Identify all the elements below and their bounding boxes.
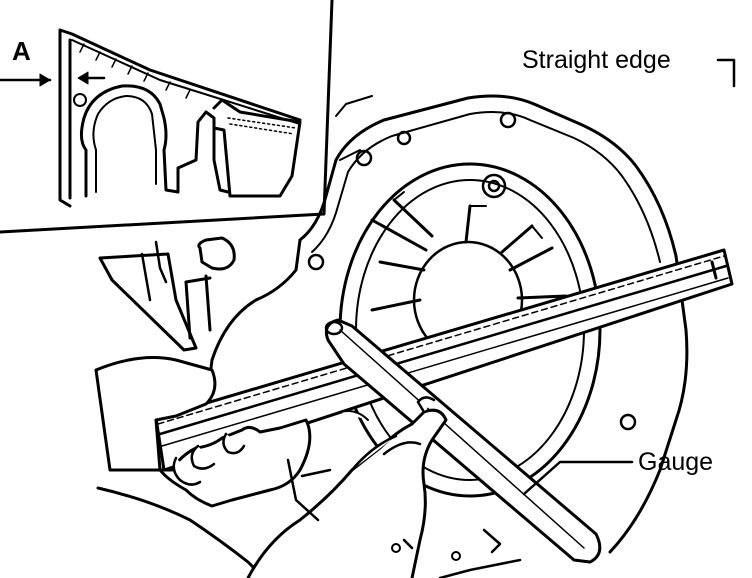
leader-lines bbox=[522, 58, 736, 496]
transmission-housing bbox=[206, 94, 689, 554]
inset-marker-label: A bbox=[12, 36, 31, 66]
right-hand bbox=[246, 408, 448, 578]
inset-hatching bbox=[79, 43, 191, 99]
inset-seal bbox=[212, 98, 302, 198]
side-components bbox=[98, 236, 236, 352]
dipstick-tube bbox=[197, 236, 236, 271]
gauge-tool bbox=[324, 318, 602, 564]
hands bbox=[94, 356, 448, 578]
left-hand bbox=[94, 356, 312, 508]
gauge-leader bbox=[522, 460, 634, 496]
converter-spokes bbox=[370, 198, 568, 312]
inset-detail bbox=[0, 0, 334, 234]
lower-housing bbox=[286, 458, 522, 578]
inset-converter-profile bbox=[79, 84, 230, 198]
straight-edge-leader bbox=[716, 58, 736, 88]
gauge-label: Gauge bbox=[638, 448, 714, 476]
straight-edge-body bbox=[154, 248, 734, 472]
straight-edge-tool bbox=[154, 248, 734, 472]
straight-edge-label: Straight edge bbox=[522, 46, 671, 74]
inset-border bbox=[0, 0, 334, 234]
bolt-holes bbox=[307, 111, 637, 431]
inset-housing-wall bbox=[58, 28, 302, 208]
housing-flange-outline bbox=[298, 94, 689, 554]
